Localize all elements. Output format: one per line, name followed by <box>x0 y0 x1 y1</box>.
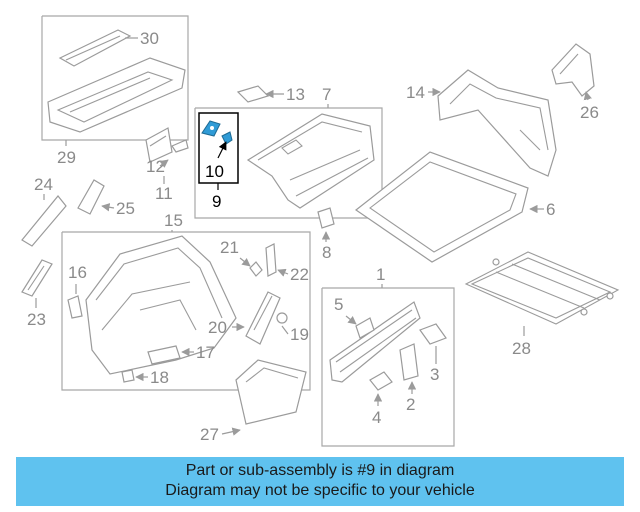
part-24-25: 24 25 <box>21 175 135 247</box>
banner-line-2: Diagram may not be specific to your vehi… <box>165 482 475 499</box>
callout-5: 5 <box>334 295 343 314</box>
callout-18: 18 <box>150 368 169 387</box>
callout-14: 14 <box>406 83 425 102</box>
callout-29: 29 <box>57 148 76 167</box>
rear-sill-group: 1 5 3 2 4 <box>321 265 455 447</box>
callout-8: 8 <box>322 243 331 262</box>
callout-20: 20 <box>208 318 227 337</box>
banner-line-1: Part or sub-assembly is #9 in diagram <box>185 462 455 479</box>
callout-12: 12 <box>146 157 165 176</box>
part-8: 8 <box>317 207 335 262</box>
callout-24: 24 <box>34 175 53 194</box>
rear-parcel-shelf-group: 30 29 <box>41 15 189 167</box>
part-27: 27 <box>200 359 307 444</box>
trunk-trim-group: 7 <box>194 85 383 219</box>
callout-4: 4 <box>372 408 381 427</box>
callout-15: 15 <box>164 211 183 230</box>
callout-23: 23 <box>27 310 46 329</box>
part-13: 13 <box>236 85 305 104</box>
part-6-trunk-mat: 6 <box>354 151 555 263</box>
part-14: 14 <box>406 69 557 177</box>
callout-26: 26 <box>580 103 599 122</box>
parts-diagram: 30 29 12 11 13 7 10 9 <box>21 15 620 447</box>
callout-16: 16 <box>68 263 87 282</box>
part-9-highlight-group: 10 9 <box>198 112 239 211</box>
callout-22: 22 <box>290 265 309 284</box>
callout-9: 9 <box>212 192 221 211</box>
part-28-cargo-net: 28 <box>464 251 620 358</box>
info-banner: Part or sub-assembly is #9 in diagram Di… <box>16 457 624 506</box>
callout-30: 30 <box>140 29 159 48</box>
callout-27: 27 <box>200 425 219 444</box>
callout-10: 10 <box>205 162 224 181</box>
callout-21: 21 <box>220 238 239 257</box>
quarter-trim-group: 15 16 17 18 20 19 21 22 <box>61 211 311 391</box>
callout-2: 2 <box>406 395 415 414</box>
callout-11: 11 <box>155 184 173 203</box>
callout-1: 1 <box>376 265 385 284</box>
callout-19: 19 <box>290 325 309 344</box>
callout-3: 3 <box>430 365 439 384</box>
part-11-12: 12 11 <box>145 127 189 203</box>
callout-13: 13 <box>286 85 305 104</box>
callout-7: 7 <box>322 85 331 104</box>
part-23: 23 <box>21 259 53 329</box>
callout-28: 28 <box>512 339 531 358</box>
callout-6: 6 <box>546 200 555 219</box>
callout-25: 25 <box>116 199 135 218</box>
part-26: 26 <box>551 43 599 122</box>
callout-17: 17 <box>196 343 215 362</box>
